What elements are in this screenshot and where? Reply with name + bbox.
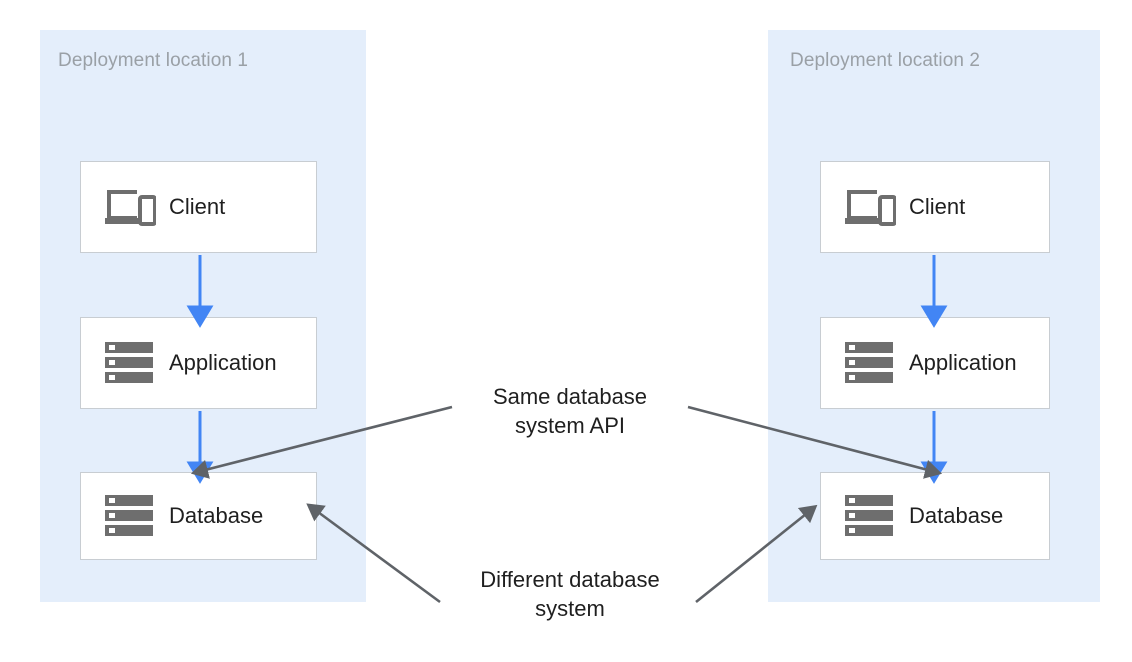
deployment-zone-2-label: Deployment location 2 bbox=[790, 50, 981, 71]
node-database-2[interactable]: Database bbox=[820, 472, 1050, 560]
annotation-same-api-text: Same database system API bbox=[492, 384, 648, 438]
node-client-1-label: Client bbox=[169, 194, 226, 219]
node-application-2-label: Application bbox=[909, 350, 1017, 375]
node-client-2-label: Client bbox=[909, 194, 966, 219]
devices-icon bbox=[841, 184, 899, 230]
node-client-2[interactable]: Client bbox=[820, 161, 1050, 253]
node-database-1[interactable]: Database bbox=[80, 472, 317, 560]
node-application-1-label: Application bbox=[169, 350, 277, 375]
annotation-different-system-text: Different database system bbox=[480, 567, 660, 621]
server-icon bbox=[841, 493, 899, 539]
server-icon bbox=[841, 340, 899, 386]
server-icon bbox=[101, 340, 159, 386]
devices-icon bbox=[101, 184, 159, 230]
node-database-1-label: Database bbox=[169, 503, 264, 528]
node-database-2-label: Database bbox=[909, 503, 1004, 528]
node-application-1[interactable]: Application bbox=[80, 317, 317, 409]
server-icon bbox=[101, 493, 159, 539]
node-application-2[interactable]: Application bbox=[820, 317, 1050, 409]
deployment-zone-1-label: Deployment location 1 bbox=[58, 50, 249, 71]
node-client-1[interactable]: Client bbox=[80, 161, 317, 253]
